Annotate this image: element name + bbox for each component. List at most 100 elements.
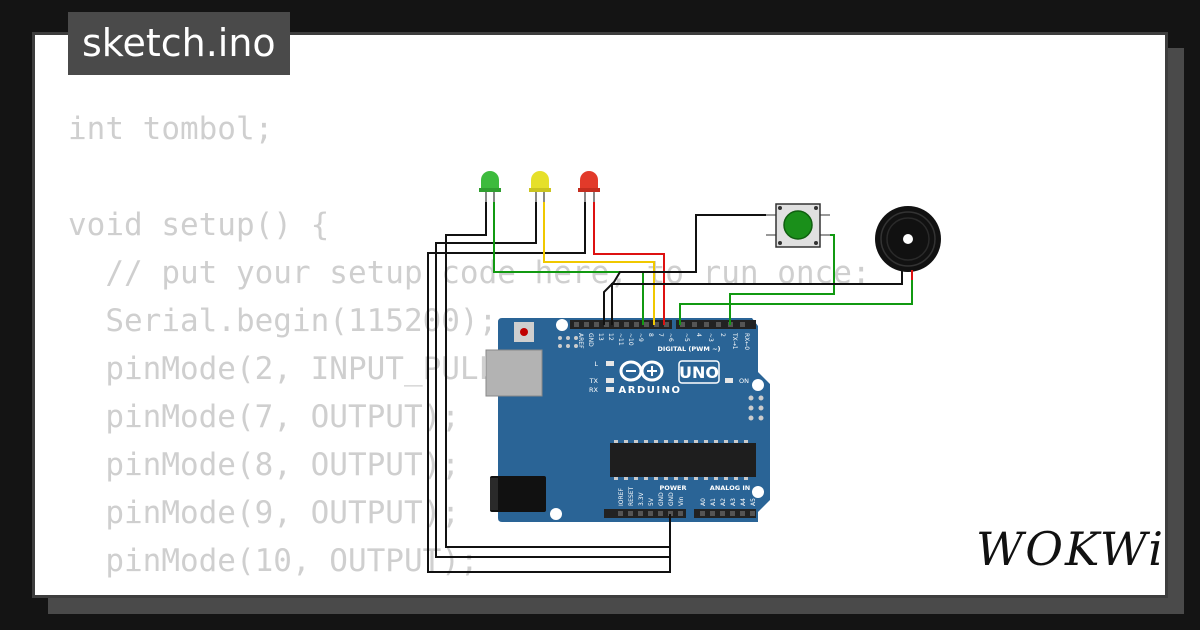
chip-pin: [684, 477, 688, 480]
digital-pin-hole[interactable]: [594, 322, 599, 327]
led-l-label: L: [594, 360, 598, 368]
analog-pin-hole[interactable]: [700, 511, 705, 516]
pushbutton[interactable]: [766, 203, 830, 248]
digital-pin-label: AREF: [577, 333, 584, 349]
chip-pin: [644, 440, 648, 443]
chip-pin: [724, 440, 728, 443]
digital-pin-hole[interactable]: [604, 322, 609, 327]
chip-pin: [664, 477, 668, 480]
digital-pin-hole[interactable]: [704, 322, 709, 327]
digital-pin-hole[interactable]: [584, 322, 589, 327]
arduino-logo-icon: [619, 360, 664, 382]
file-title: sketch.ino: [68, 12, 290, 75]
power-pin-label: 3.3V: [638, 491, 645, 506]
led-red[interactable]: [578, 171, 600, 202]
chip-pin: [694, 440, 698, 443]
power-pin-hole[interactable]: [648, 511, 653, 516]
chip-pin: [674, 440, 678, 443]
digital-pin-hole[interactable]: [634, 322, 639, 327]
chip-pin: [744, 477, 748, 480]
chip-pin: [704, 477, 708, 480]
reset-button: [520, 328, 528, 336]
chip-pin: [724, 477, 728, 480]
digital-label: DIGITAL (PWM ~): [658, 345, 721, 353]
chip-pin: [714, 440, 718, 443]
analog-label: ANALOG IN: [710, 484, 750, 492]
power-pin-hole[interactable]: [638, 511, 643, 516]
power-pin-label: RESET: [628, 486, 635, 506]
chip-pin: [704, 440, 708, 443]
chip-pin: [674, 477, 678, 480]
analog-pin-hole[interactable]: [720, 511, 725, 516]
digital-pin-label: ~10: [627, 333, 634, 346]
buzzer[interactable]: [875, 206, 941, 280]
code-line: pinMode(7, OUTPUT);: [68, 399, 460, 435]
code-line: int tombol;: [68, 111, 274, 147]
digital-pin-hole[interactable]: [692, 322, 697, 327]
power-pin-label: GND: [658, 492, 665, 506]
analog-pin-hole[interactable]: [730, 511, 735, 516]
chip-pin: [654, 440, 658, 443]
analog-pin-label: A4: [740, 498, 747, 506]
chip-pin: [614, 477, 618, 480]
power-label: POWER: [660, 484, 687, 492]
code-line: Serial.begin(115200);: [68, 303, 498, 339]
wokwi-logo: WOKWi: [976, 522, 1165, 576]
on-label: ON: [739, 377, 749, 385]
chip-pin: [694, 477, 698, 480]
digital-pin-label: 2: [719, 333, 726, 337]
power-pin-label: GND: [668, 492, 675, 506]
chip-pin: [624, 440, 628, 443]
chip-pin: [684, 440, 688, 443]
digital-pin-hole[interactable]: [740, 322, 745, 327]
analog-pin-hole[interactable]: [710, 511, 715, 516]
digital-pin-label: ~6: [667, 333, 674, 342]
chip-pin: [644, 477, 648, 480]
analog-pin-hole[interactable]: [750, 511, 755, 516]
board-model-label: UNO: [679, 363, 719, 382]
power-pin-hole[interactable]: [668, 511, 673, 516]
usb-connector: [485, 349, 543, 397]
analog-pin-label: A2: [720, 498, 727, 506]
digital-pin-label: ~11: [617, 333, 624, 346]
power-pin-label: IOREF: [618, 488, 625, 506]
chip-pin: [734, 477, 738, 480]
digital-pin-hole[interactable]: [624, 322, 629, 327]
power-pin-hole[interactable]: [678, 511, 683, 516]
power-pin-hole[interactable]: [658, 511, 663, 516]
analog-pin-label: A0: [700, 498, 707, 506]
digital-pin-hole[interactable]: [614, 322, 619, 327]
atmega-chip: [610, 443, 756, 477]
digital-pin-label: RX←0: [743, 333, 750, 350]
led-rx-label: RX: [589, 386, 599, 394]
power-pin-label: 5V: [648, 497, 655, 506]
digital-pin-hole[interactable]: [654, 322, 659, 327]
digital-pin-hole[interactable]: [680, 322, 685, 327]
code-line: }: [68, 585, 871, 595]
chip-pin: [634, 440, 638, 443]
power-pin-hole[interactable]: [628, 511, 633, 516]
chip-pin: [624, 477, 628, 480]
analog-pin-label: A3: [730, 498, 737, 506]
digital-pin-hole[interactable]: [664, 322, 669, 327]
chip-pin: [634, 477, 638, 480]
arduino-uno-board: UNO ARDUINO DIGITAL (PWM ~) POWER ANALOG…: [485, 318, 770, 522]
digital-pin-label: ~3: [707, 333, 714, 342]
led-tx-label: TX: [589, 377, 599, 385]
digital-pin-label: 13: [597, 333, 604, 341]
led-green[interactable]: [479, 171, 501, 202]
digital-pin-hole[interactable]: [716, 322, 721, 327]
digital-pin-label: 12: [607, 333, 614, 341]
digital-pin-label: TX→1: [731, 332, 738, 350]
analog-pin-hole[interactable]: [740, 511, 745, 516]
led-yellow[interactable]: [529, 171, 551, 202]
digital-pin-hole[interactable]: [574, 322, 579, 327]
power-pin-label: Vin: [678, 496, 685, 506]
digital-pin-label: 8: [647, 333, 654, 337]
digital-pin-label: ~9: [637, 333, 644, 342]
power-pin-hole[interactable]: [618, 511, 623, 516]
digital-pin-label: GND: [587, 333, 594, 347]
digital-pin-hole[interactable]: [644, 322, 649, 327]
analog-pin-label: A1: [710, 498, 717, 506]
